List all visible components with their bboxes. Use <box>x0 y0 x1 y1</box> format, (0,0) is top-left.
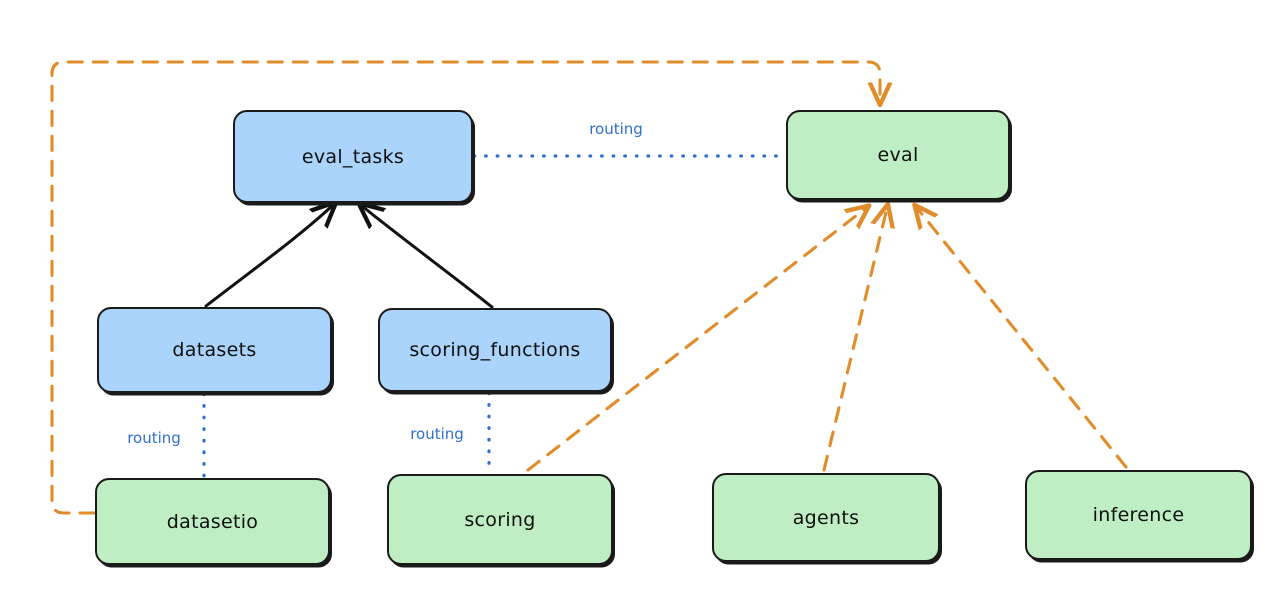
node-label-datasets: datasets <box>172 339 257 361</box>
node-datasetio[interactable]: datasetio <box>95 478 330 565</box>
node-label-datasetio: datasetio <box>166 510 259 533</box>
node-inference[interactable]: inference <box>1025 470 1252 560</box>
node-datasets[interactable]: datasets <box>97 307 332 393</box>
node-label-scoring: scoring <box>464 508 536 531</box>
edge-label-scoring-routing: routing <box>410 425 464 443</box>
edge-label-datasets-routing: routing <box>127 429 181 447</box>
node-agents[interactable]: agents <box>712 473 940 562</box>
node-eval-tasks[interactable]: eval_tasks <box>233 110 473 203</box>
node-label-scoring-functions: scoring_functions <box>409 339 581 361</box>
node-label-inference: inference <box>1092 504 1185 526</box>
node-scoring-functions[interactable]: scoring_functions <box>378 308 612 392</box>
edge-label-eval-routing: routing <box>589 120 643 138</box>
edge-datasets-to-eval-tasks <box>204 205 333 308</box>
node-label-eval: eval <box>877 144 919 166</box>
node-label-eval-tasks: eval_tasks <box>301 145 405 168</box>
node-label-agents: agents <box>792 506 860 529</box>
node-scoring[interactable]: scoring <box>387 474 613 565</box>
edge-scoring-functions-to-eval-tasks <box>362 206 494 309</box>
edge-agents-to-eval-dependency <box>822 208 887 472</box>
edge-inference-to-eval-dependency <box>917 208 1128 469</box>
node-eval[interactable]: eval <box>786 110 1010 200</box>
